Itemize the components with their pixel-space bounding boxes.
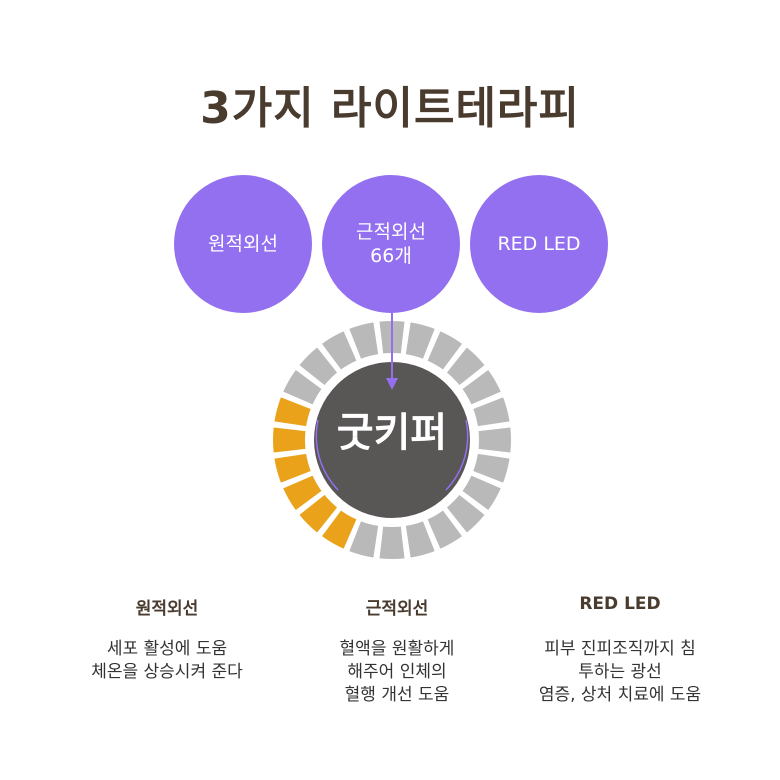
ring-segment	[346, 320, 381, 362]
description-far-infrared: 원적외선 세포 활성에 도움 체온을 상승시켜 준다	[57, 594, 277, 684]
ring-segment-highlighted	[296, 492, 340, 536]
red-led-circle: RED LED	[470, 175, 608, 313]
description-title: RED LED	[579, 594, 661, 614]
description-line: 혈액을 원활하게	[339, 639, 455, 659]
ring-segment	[319, 328, 360, 373]
ring-segment	[424, 328, 465, 373]
far-infrared-label: 원적외선	[208, 233, 278, 255]
near-infrared-circle: 근적외선 66개	[322, 175, 460, 313]
right-light-arc	[445, 419, 469, 491]
description-line: 염증, 상처 치료에 도움	[538, 685, 702, 705]
description-line: 투하는 광선	[578, 662, 662, 682]
ring-segment	[459, 472, 504, 513]
ring-segment	[459, 367, 504, 408]
ring-segment	[470, 394, 512, 429]
arrow-head-icon	[386, 378, 398, 390]
center-label: 굿키퍼	[336, 410, 448, 456]
ring-segment	[377, 524, 407, 561]
description-line: 혈행 개선 도움	[344, 685, 450, 705]
near-infrared-label: 근적외선	[356, 221, 426, 243]
left-light-arc	[315, 419, 339, 491]
description-line: 피부 진피조직까지 침	[544, 639, 696, 659]
ring-segment	[470, 451, 512, 486]
ring-segment-highlighted	[272, 451, 314, 486]
description-title: 원적외선	[135, 599, 199, 619]
ring-segment	[403, 518, 438, 560]
ring-segment	[444, 344, 488, 388]
center-disc	[314, 362, 470, 518]
description-line: 해주어 인체의	[347, 662, 447, 682]
ring-segment	[346, 518, 381, 560]
ring-segment-highlighted	[319, 507, 360, 552]
ring-segment	[296, 344, 340, 388]
ring-segment-highlighted	[271, 425, 308, 455]
ring-segment	[403, 320, 438, 362]
ring-segment	[444, 492, 488, 536]
description-line: 체온을 상승시켜 준다	[91, 662, 243, 682]
ring-segment	[280, 367, 325, 408]
description-title: 근적외선	[365, 599, 429, 619]
page-title: 3가지 라이트테라피	[200, 83, 580, 134]
red-led-label: RED LED	[497, 233, 581, 255]
ring-segments	[271, 319, 513, 561]
ring-segment-highlighted	[280, 472, 325, 513]
far-infrared-circle: 원적외선	[174, 175, 312, 313]
ring-segment-highlighted	[272, 394, 314, 429]
description-near-infrared: 근적외선 혈액을 원활하게 해주어 인체의 혈행 개선 도움	[287, 594, 507, 707]
ring-segment	[424, 507, 465, 552]
ring-segment	[476, 425, 513, 455]
near-infrared-count: 66개	[370, 245, 412, 267]
description-red-led: RED LED 피부 진피조직까지 침 투하는 광선 염증, 상처 치료에 도움	[510, 594, 730, 707]
description-line: 세포 활성에 도움	[106, 639, 228, 659]
